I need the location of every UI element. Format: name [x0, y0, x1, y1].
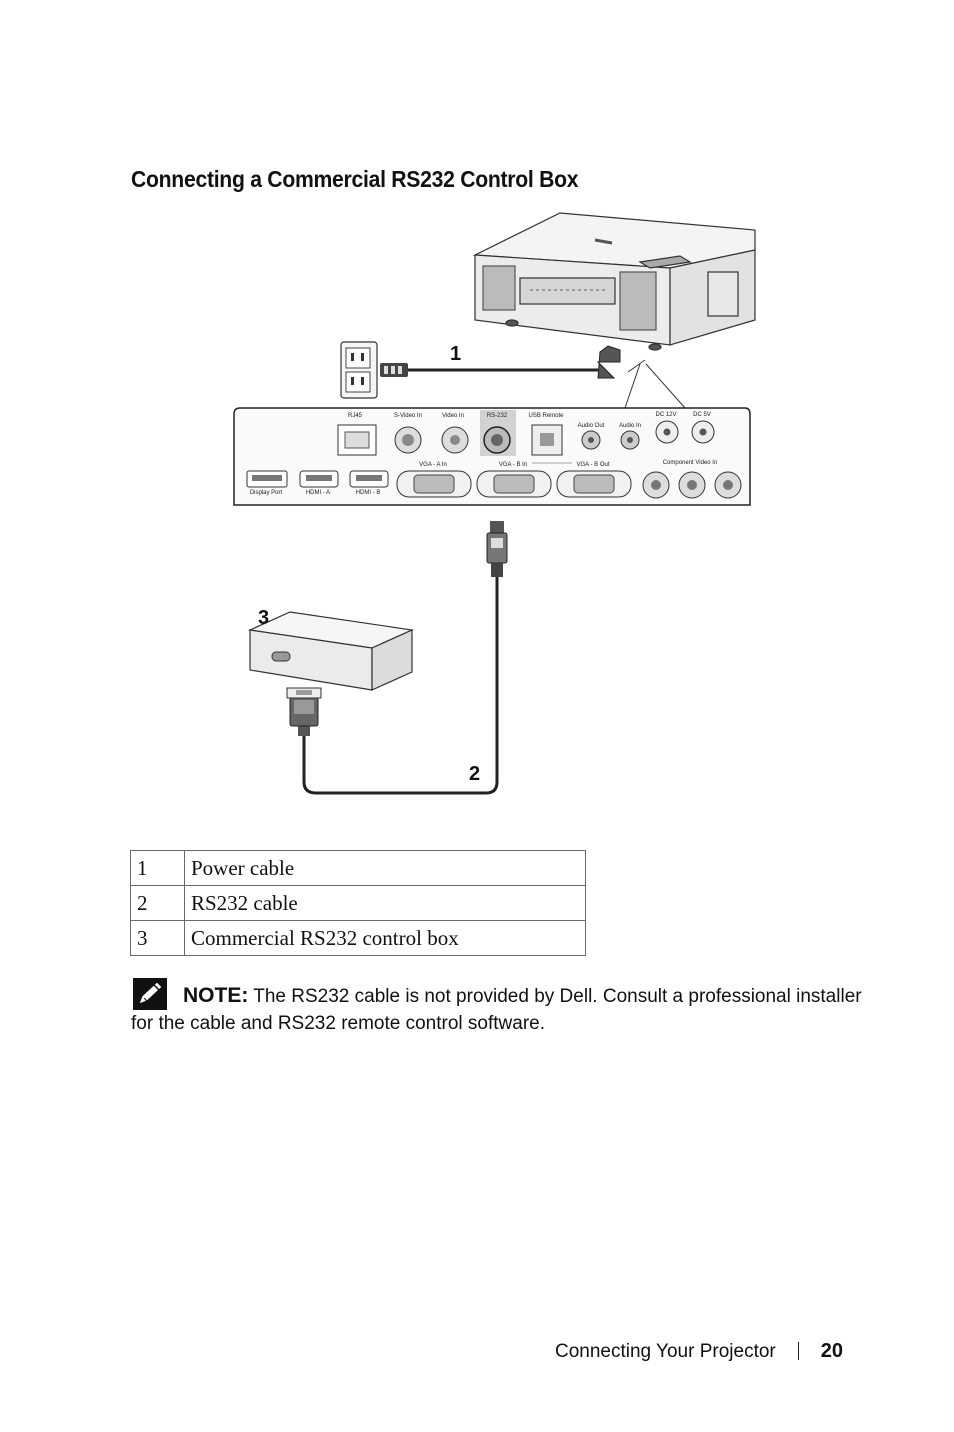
page-number: 20 [820, 1340, 844, 1362]
label-hdmi-a: HDMI - A [306, 490, 330, 496]
table-row: 1 Power cable [130, 850, 586, 886]
item-number: 3 [130, 920, 185, 956]
legend-table: 1 Power cable 2 RS232 cable 3 Commercial… [130, 850, 586, 956]
power-cable-illustration [380, 345, 646, 379]
footer-divider [797, 1342, 799, 1360]
item-description: RS232 cable [184, 885, 586, 921]
note-paragraph: NOTE: The RS232 cable is not provided by… [131, 982, 871, 1037]
callout-2: 2 [469, 763, 480, 785]
label-rs232: RS-232 [487, 413, 508, 419]
item-number: 1 [130, 850, 185, 886]
label-hdmi-b: HDMI - B [356, 490, 381, 496]
table-row: 2 RS232 cable [130, 885, 586, 921]
label-vga-b-in: VGA - B In [499, 462, 527, 468]
item-description: Power cable [184, 850, 586, 886]
note-text: The RS232 cable is not provided by Dell.… [131, 986, 862, 1034]
control-box-illustration [247, 611, 415, 691]
rs232-cable-illustration [286, 521, 508, 795]
note-pencil-icon [133, 978, 167, 1010]
label-dc12v: DC 12V [655, 412, 676, 418]
label-vga-a-in: VGA - A In [419, 462, 447, 468]
label-audio-in: Audio In [619, 423, 641, 429]
label-rj45: RJ45 [348, 413, 363, 419]
footer-section-title: Connecting Your Projector [555, 1341, 776, 1362]
callout-3: 3 [258, 607, 269, 629]
section-title: Connecting a Commercial RS232 Control Bo… [131, 166, 579, 192]
label-video-in: Video In [442, 413, 464, 419]
label-vga-b-out: VGA - B Out [576, 462, 609, 468]
rs232-connection-diagram: 1 [233, 212, 756, 795]
label-svideo-in: S-Video In [394, 413, 422, 419]
rear-panel-illustration: RJ45 S-Video In Video In RS-232 USB Remo… [233, 407, 751, 506]
label-component-video-in: Component Video In [663, 460, 718, 466]
label-audio-out: Audio Out [578, 423, 605, 429]
page-footer: Connecting Your Projector 20 [555, 1340, 843, 1363]
label-dc5v: DC 5V [693, 412, 711, 418]
item-number: 2 [130, 885, 185, 921]
label-usb-remote: USB Remote [528, 413, 564, 419]
callout-1: 1 [450, 343, 461, 365]
wall-outlet-illustration [340, 341, 378, 399]
item-description: Commercial RS232 control box [184, 920, 586, 956]
table-row: 3 Commercial RS232 control box [130, 920, 586, 956]
projector-illustration [472, 212, 756, 351]
label-display-port: Display Port [250, 490, 283, 496]
note-label: NOTE: [183, 984, 249, 1007]
